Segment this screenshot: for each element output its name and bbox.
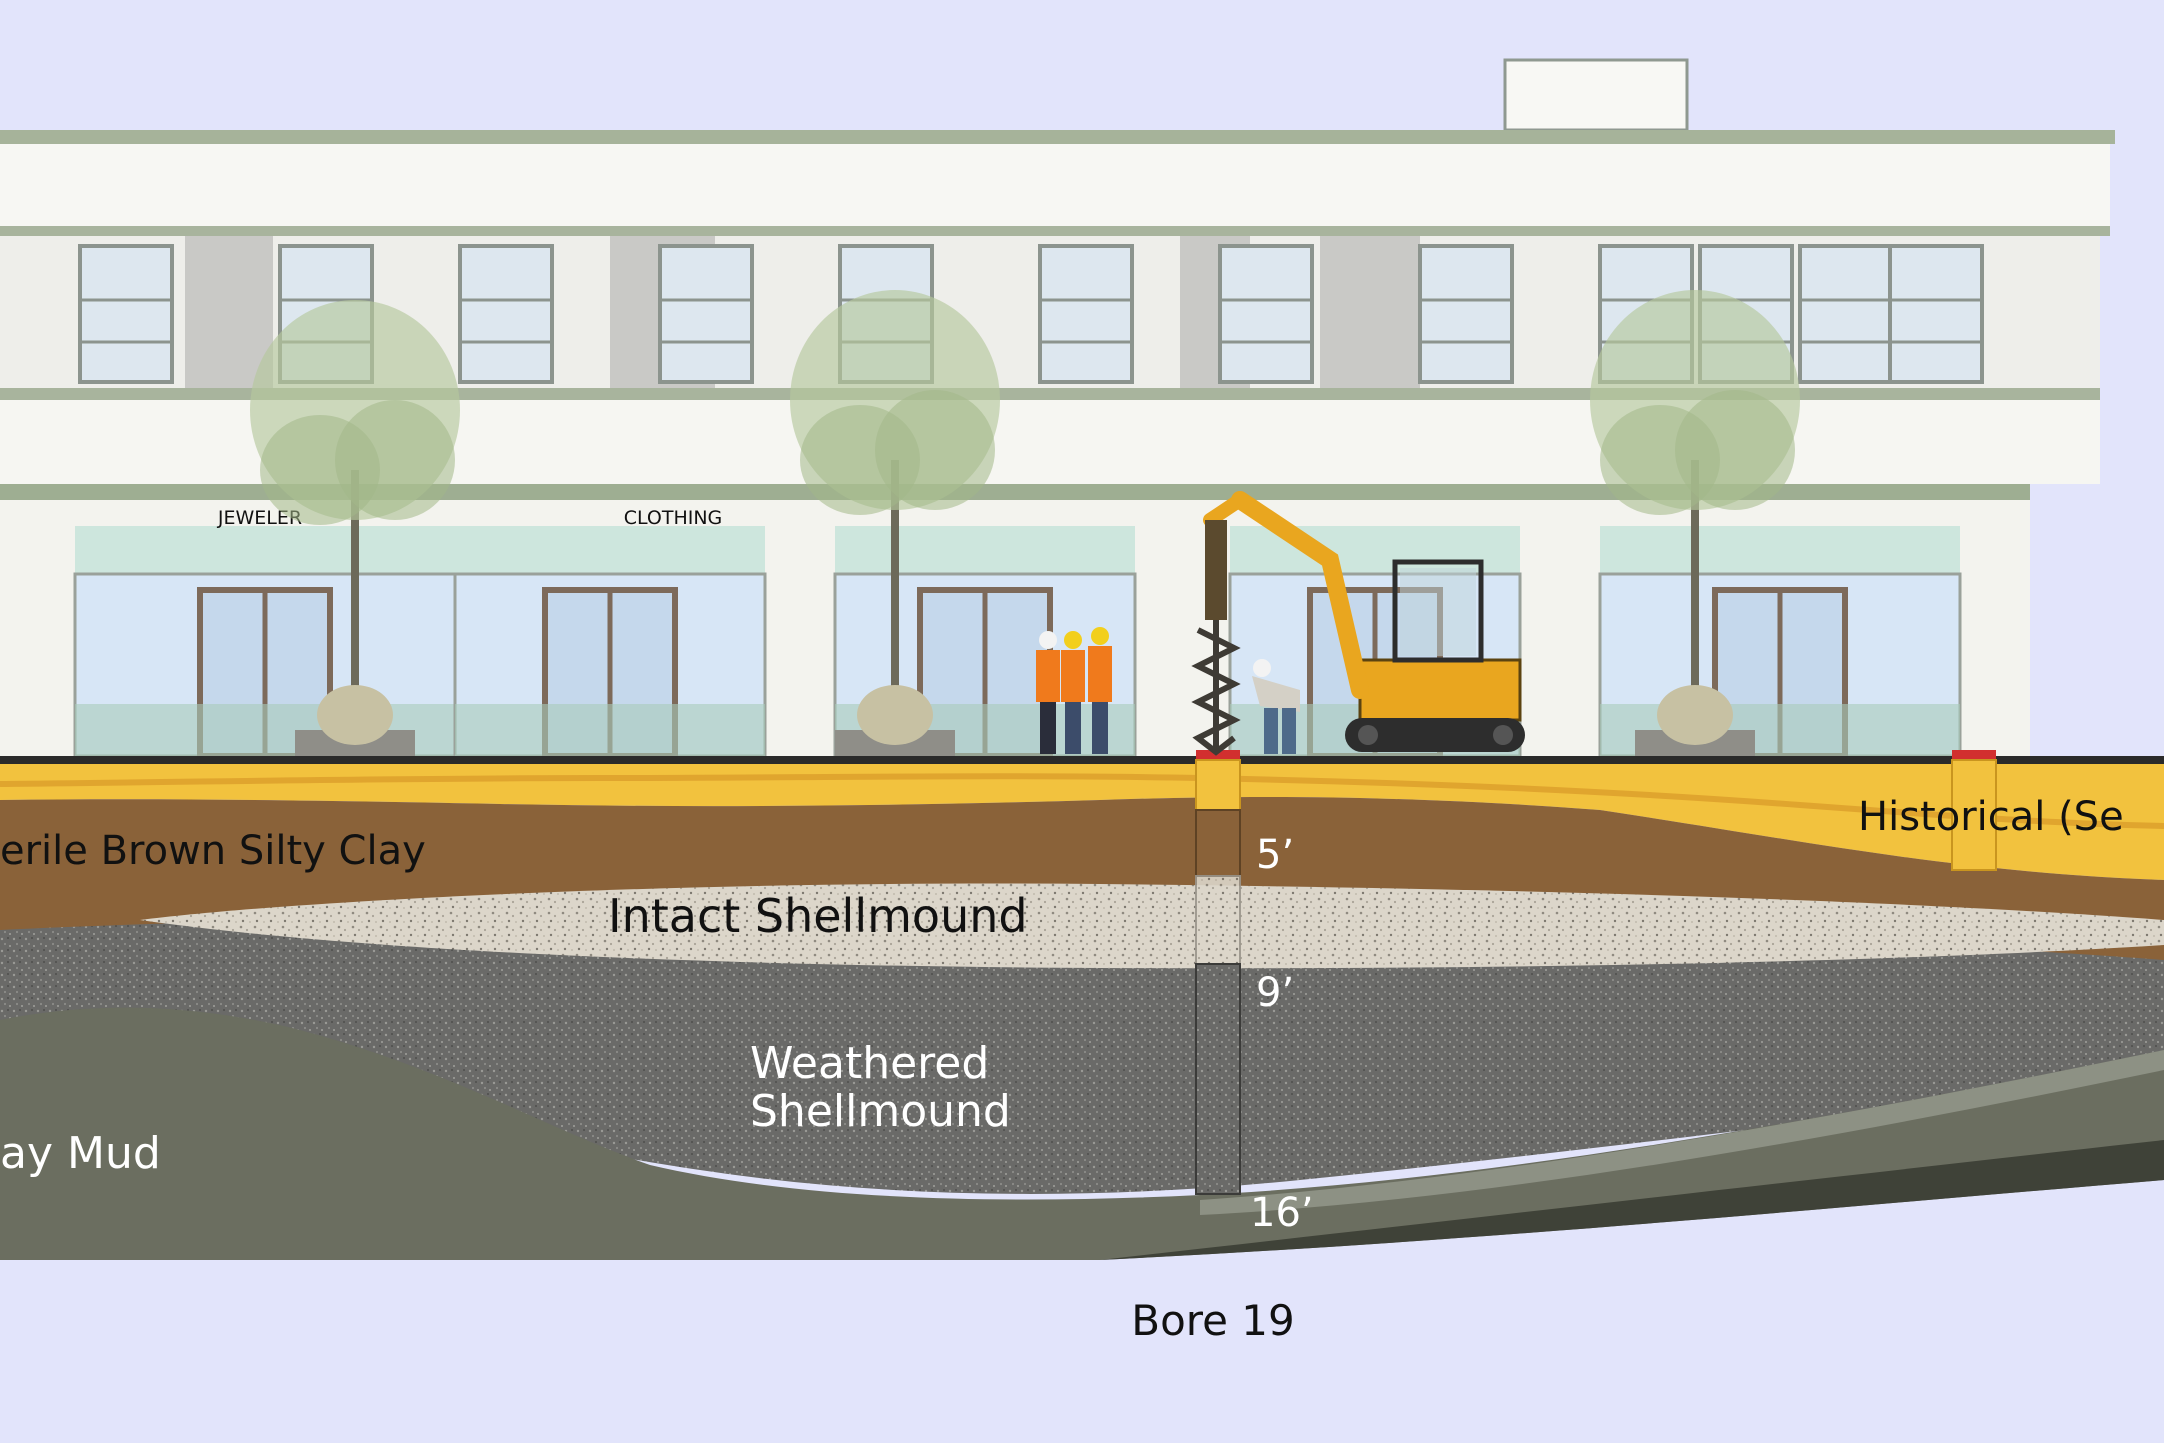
window xyxy=(458,244,554,384)
facade-panel xyxy=(1320,236,1420,388)
auger-icon xyxy=(1191,520,1241,756)
bore-label: Bore 19 xyxy=(1131,1296,1295,1345)
label-silty-clay: erile Brown Silty Clay xyxy=(0,828,426,874)
tree-trunk xyxy=(1691,460,1699,750)
window xyxy=(1218,244,1314,384)
layer-bay-mud-light-strip xyxy=(1200,1050,2164,1215)
bore-segment-intact xyxy=(1195,875,1241,965)
storefront-base xyxy=(455,704,765,756)
label-intact-shellmound: Intact Shellmound xyxy=(608,889,1028,943)
planter-grass xyxy=(317,685,393,745)
depth-16ft: 16’ xyxy=(1250,1190,1314,1236)
rooftop-unit xyxy=(1503,58,1689,132)
window xyxy=(78,244,174,384)
depth-5ft: 5’ xyxy=(1256,832,1294,878)
upper-band-trim xyxy=(0,226,2110,236)
tree-canopy xyxy=(1675,390,1795,510)
depth-9ft: 9’ xyxy=(1256,970,1294,1016)
roof-parapet xyxy=(0,130,2115,144)
sign-clothing: CLOTHING xyxy=(624,507,723,529)
upper-band xyxy=(0,144,2110,230)
label-historical: Historical (Se xyxy=(1858,794,2124,840)
label-shellmound: Shellmound xyxy=(750,1086,1011,1137)
layer-bay-mud-dark xyxy=(1100,1140,2164,1260)
sign-jewelry: JEWELER xyxy=(217,507,302,529)
awning xyxy=(835,526,1135,574)
tree-canopy xyxy=(335,400,455,520)
awning xyxy=(1600,526,1960,574)
tree-canopy xyxy=(875,390,995,510)
planter-grass xyxy=(1657,685,1733,745)
awning xyxy=(75,526,455,574)
layer-historical-edge xyxy=(0,773,2164,829)
window xyxy=(658,244,754,384)
facade-panel xyxy=(185,236,273,388)
bore-segment-fill xyxy=(1195,759,1241,811)
bore-secondary-cap xyxy=(1952,750,1996,760)
soil-layers xyxy=(0,764,2164,1260)
bore-segment-weathered xyxy=(1195,963,1241,1195)
label-weathered: Weathered xyxy=(750,1038,989,1089)
street-trees xyxy=(250,290,1800,760)
awning xyxy=(455,526,765,574)
awning xyxy=(1230,526,1520,574)
window xyxy=(1798,244,1894,384)
planter-grass xyxy=(857,685,933,745)
floor-divider xyxy=(0,388,2100,400)
layer-intact-shellmound xyxy=(140,883,2164,969)
layer-bay-mud xyxy=(0,1007,2164,1260)
bore-secondary xyxy=(1951,750,1997,871)
tree-trunk xyxy=(891,460,899,750)
excavator-icon xyxy=(1203,491,1525,752)
storefront-fascia xyxy=(0,484,2030,500)
window xyxy=(1888,244,1984,384)
sidewalk-edge xyxy=(0,756,2164,764)
window xyxy=(1418,244,1514,384)
bore-cap xyxy=(1196,750,1240,760)
tree-trunk xyxy=(351,470,359,760)
bore-secondary-shaft xyxy=(1951,759,1997,871)
worker-icon xyxy=(1036,627,1300,754)
label-bay-mud: ay Mud xyxy=(0,1128,161,1179)
bore-19 xyxy=(1195,750,1241,1195)
bore-segment-clay xyxy=(1195,809,1241,877)
window xyxy=(1038,244,1134,384)
